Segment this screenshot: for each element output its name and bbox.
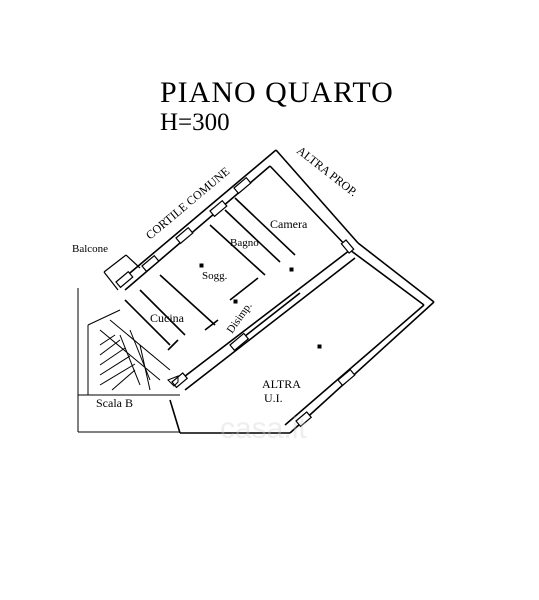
label-bagno: Bagno [230,237,259,249]
window-openings [115,176,356,428]
label-scala-b: Scala B [96,396,133,410]
label-balcone: Balcone [72,243,108,255]
entrance-arrow-icon [167,375,179,387]
label-ui: U.I. [264,391,283,405]
interior-marks [199,263,322,349]
watermark: casa.it [220,412,307,445]
plan-height-label: H=300 [160,109,230,136]
balcony [103,254,141,291]
label-camera: Camera [270,217,308,231]
label-disimp: Disimp. [225,300,255,336]
label-altra: ALTRA [262,377,301,391]
label-altra-prop: ALTRA PROP. [294,143,360,199]
stairwell [77,288,180,433]
label-sogg: Sogg. [202,270,228,282]
label-cucina: Cucina [150,311,185,325]
plan-title: PIANO QUARTO [160,76,394,109]
internal-walls [124,197,356,391]
